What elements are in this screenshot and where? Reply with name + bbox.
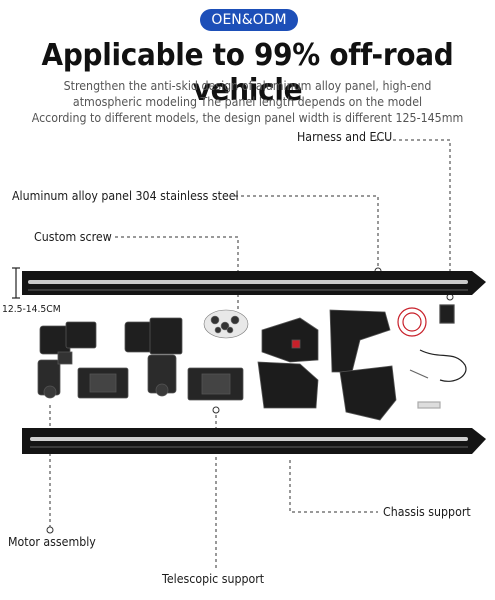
motor-marker bbox=[46, 526, 54, 534]
panel-leader bbox=[235, 195, 379, 270]
description-line-2: atmospheric modeling The panel length de… bbox=[72, 95, 423, 109]
telescopic-support-2 bbox=[187, 367, 244, 401]
telescopic-marker bbox=[212, 406, 220, 414]
oem-odm-badge: OEN&ODM bbox=[200, 9, 298, 31]
page-title: Applicable to 99% off-road vehicle bbox=[41, 38, 454, 108]
bottom-running-board bbox=[22, 428, 486, 454]
top-running-board bbox=[22, 271, 486, 295]
chassis-support-label: Chassis support bbox=[383, 505, 471, 519]
harness-leader bbox=[375, 139, 451, 295]
motor-assembly-right bbox=[124, 317, 183, 397]
screw-leader bbox=[115, 236, 239, 310]
motor-assembly-label: Motor assembly bbox=[8, 535, 96, 549]
panel-width-label: 12.5-14.5CM bbox=[2, 304, 61, 315]
chassis-bracket-1 bbox=[257, 317, 319, 409]
custom-screw-label: Custom screw bbox=[34, 230, 112, 244]
telescopic-support-label: Telescopic support bbox=[162, 572, 265, 586]
telescopic-support-1 bbox=[77, 367, 129, 399]
harness-ecu-label: Harness and ECU bbox=[297, 130, 393, 144]
custom-screw-bag bbox=[203, 309, 249, 339]
width-dimension bbox=[12, 267, 20, 299]
chassis-bracket-2 bbox=[329, 309, 397, 421]
description-line-3: According to different models, the desig… bbox=[31, 111, 464, 125]
harness-ecu bbox=[397, 304, 467, 409]
aluminum-panel-label: Aluminum alloy panel 304 stainless steel bbox=[12, 189, 239, 203]
description-line-1: Strengthen the anti-skid design of alumi… bbox=[63, 79, 432, 93]
chassis-leader bbox=[289, 460, 378, 513]
motor-assembly-left bbox=[37, 321, 97, 399]
